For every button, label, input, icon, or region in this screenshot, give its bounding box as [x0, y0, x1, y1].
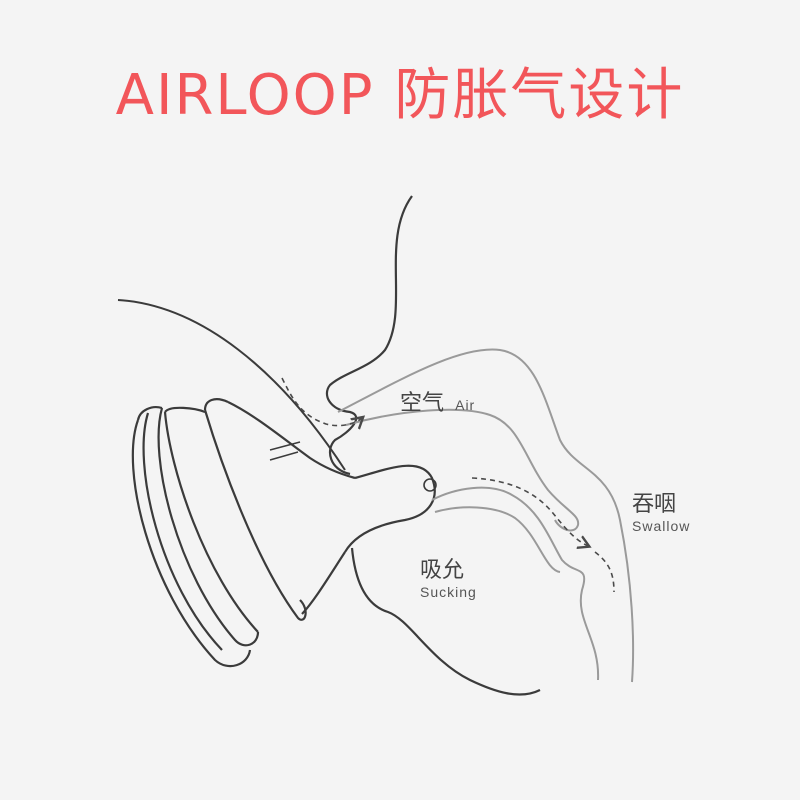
swallow-arrow [471, 477, 588, 546]
label-swallow-en: Swallow [632, 518, 691, 534]
baby-face-outline [325, 195, 413, 476]
label-sucking: 吸允 Sucking [420, 552, 477, 600]
label-sucking-en: Sucking [420, 584, 477, 600]
throat-outline [337, 348, 635, 683]
bottle-collar [163, 398, 307, 633]
chest-outline [117, 299, 346, 471]
page-title: AIRLOOP 防胀气设计 [115, 63, 685, 128]
baby-chin-outline [350, 547, 541, 696]
swallow-arrow-tail [594, 551, 615, 593]
label-sucking-cn: 吸允 [420, 558, 465, 583]
label-swallow: 吞咽 Swallow [632, 486, 690, 534]
bottle-nipple [227, 401, 437, 615]
label-air-en: Air [455, 397, 476, 413]
label-air-cn: 空气 [400, 391, 445, 416]
bottle-base [131, 406, 260, 668]
label-swallow-cn: 吞咽 [632, 492, 677, 517]
label-air: 空气 Air [400, 385, 475, 417]
air-arrow [281, 377, 362, 426]
